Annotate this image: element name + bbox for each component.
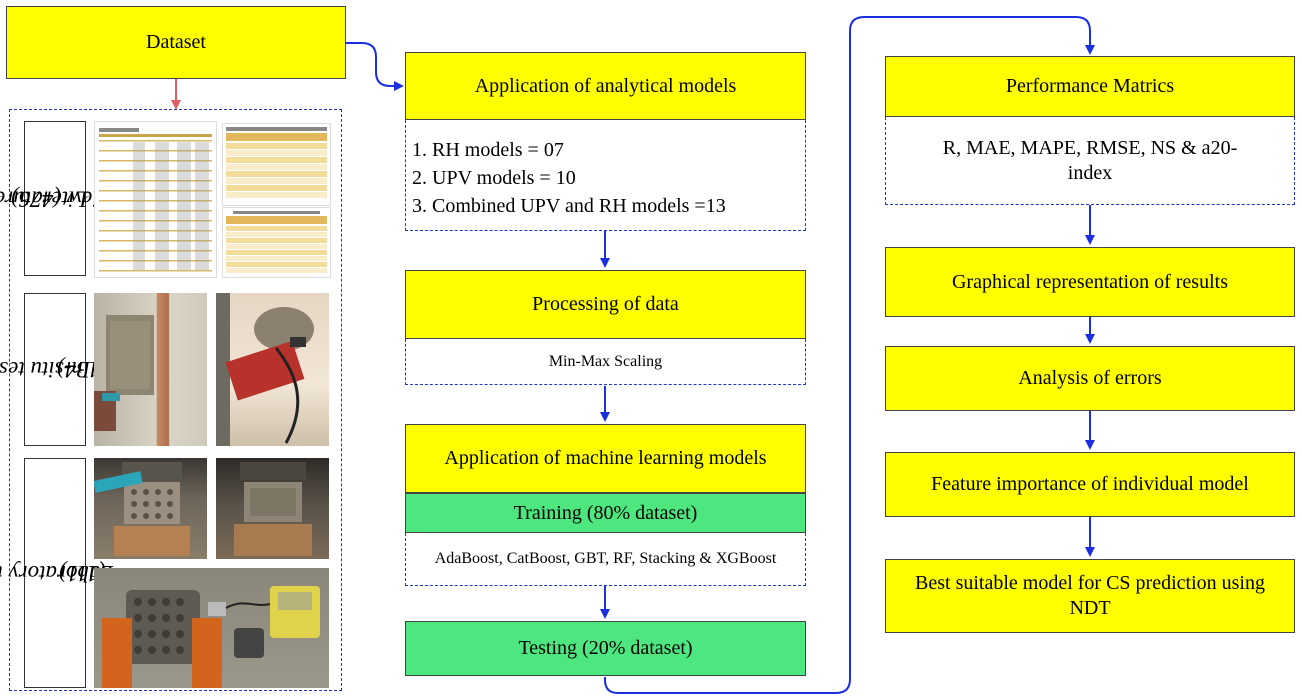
graphical-representation-box: Graphical representation of results (885, 247, 1295, 317)
analytical-item: 2. UPV models = 10 (412, 167, 576, 189)
analytical-models-title: Application of analytical models (474, 74, 737, 97)
analysis-of-errors-label: Analysis of errors (1018, 367, 1162, 389)
processing-detail-box: Min-Max Scaling (405, 339, 806, 385)
feature-importance-box: Feature importance of individual model (885, 452, 1295, 517)
testing-label: Testing (20% dataset) (518, 637, 693, 659)
dataset-box: Dataset (6, 6, 346, 79)
training-label: Training (80% dataset) (513, 501, 698, 524)
best-model-box: Best suitable model for CS prediction us… (885, 559, 1295, 633)
insitu-photo-1 (94, 293, 207, 446)
performance-box: Performance Matrics (885, 56, 1295, 117)
processing-detail: Min-Max Scaling (548, 352, 663, 370)
analysis-of-errors-box: Analysis of errors (885, 346, 1295, 411)
performance-title: Performance Matrics (1005, 75, 1175, 97)
analytical-item: 1. RH models = 07 (412, 139, 564, 161)
processing-title: Processing of data (532, 293, 679, 315)
lab-photo-1 (94, 458, 207, 559)
best-model-label: Best suitable model for CS prediction us… (915, 572, 1265, 619)
performance-detail: R, MAE, MAPE, RMSE, NS & a20-index (942, 136, 1238, 184)
source-label-laboratory: Laboratory testing(111) (0, 458, 113, 688)
testing-box: Testing (20% dataset) (405, 621, 806, 676)
ml-models-title: Application of machine learning models (444, 447, 767, 469)
insitu-photo-2 (216, 293, 329, 446)
literature-table-image-3 (222, 207, 331, 278)
source-label-insitu: In-situ testing(134) (0, 293, 108, 446)
processing-box: Processing of data (405, 270, 806, 339)
lab-photo-3 (94, 568, 329, 688)
literature-table-image-1 (94, 121, 217, 278)
literature-table-image-2 (222, 123, 331, 206)
analytical-item: 3. Combined UPV and RH models =13 (412, 195, 726, 217)
analytical-models-list: 1. RH models = 07 2. UPV models = 10 3. … (405, 120, 806, 231)
lab-photo-2 (216, 458, 329, 559)
graphical-representation-label: Graphical representation of results (951, 270, 1228, 293)
feature-importance-label: Feature importance of individual model (931, 473, 1249, 495)
performance-detail-box: R, MAE, MAPE, RMSE, NS & a20-index (885, 117, 1295, 205)
training-box: Training (80% dataset) (405, 493, 806, 533)
dataset-label: Dataset (146, 31, 206, 53)
ml-models-box: Application of machine learning models (405, 424, 806, 493)
ml-models-list-box: AdaBoost, CatBoost, GBT, RF, Stacking & … (405, 533, 806, 586)
analytical-models-box: Application of analytical models (405, 52, 806, 120)
ml-models-list: AdaBoost, CatBoost, GBT, RF, Stacking & … (434, 550, 777, 567)
